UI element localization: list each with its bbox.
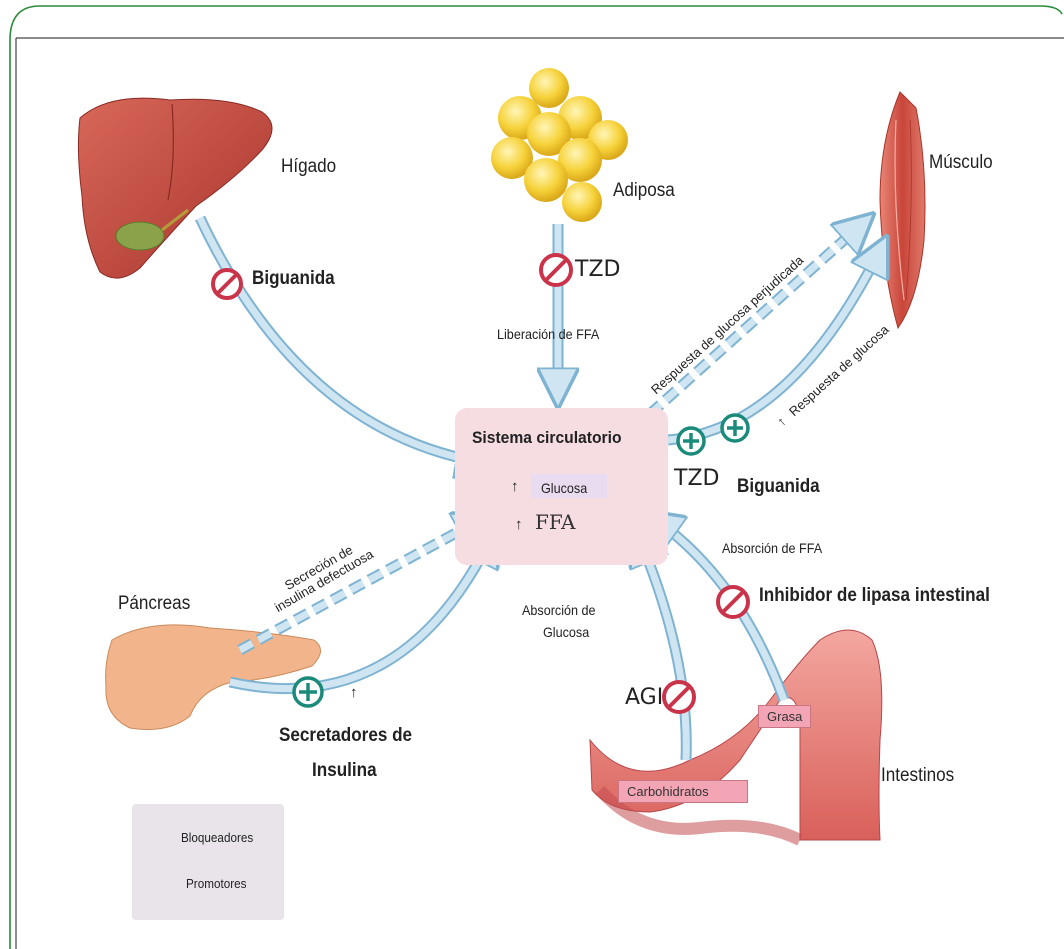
ffa-release-label: Liberación de FFA: [497, 326, 599, 342]
blocker-icon-tzd-adipose: [541, 255, 571, 285]
ffa-label: FFA: [535, 510, 575, 534]
legend-promoters-label: Promotores: [186, 876, 246, 891]
ffa-up-arrow: ↑: [515, 516, 523, 533]
secretadores-label-line1: Secretadores de: [279, 725, 412, 747]
glucose-absorption-label-line2: Glucosa: [543, 624, 589, 640]
carbs-chip: Carbohidratos: [618, 780, 748, 803]
intestine-illustration: [590, 630, 882, 840]
muscle-illustration: [880, 92, 925, 328]
tzd-muscle-label: TZD: [674, 466, 719, 491]
fat-chip: Grasa: [758, 705, 811, 728]
pancreas-illustration: [106, 625, 321, 730]
ffa-absorption-label: Absorción de FFA: [722, 540, 822, 556]
liver-label: Hígado: [281, 156, 336, 178]
secretion-up-arrow: ↑: [350, 684, 358, 701]
blocker-icon-lipase: [718, 587, 748, 617]
promoter-icon-biguanida-muscle: [722, 415, 748, 441]
lipase-inhibitor-label: Inhibidor de lipasa intestinal: [759, 585, 990, 607]
biguanida-muscle-label: Biguanida: [737, 476, 820, 498]
secretadores-label-line2: Insulina: [312, 760, 377, 782]
muscle-label: Músculo: [929, 152, 993, 174]
liver-illustration: [78, 98, 272, 278]
adipose-label: Adiposa: [613, 180, 675, 202]
agi-label: AGI: [625, 685, 663, 710]
glucose-absorption-label-line1: Absorción de: [522, 602, 596, 618]
legend-blockers-label: Bloqueadores: [181, 830, 253, 845]
adipose-illustration: [491, 68, 628, 222]
biguanida-liver-label: Biguanida: [252, 268, 335, 290]
promoter-icon-tzd-muscle: [678, 428, 704, 454]
frame-border: [10, 6, 1062, 40]
tzd-adipose-label: TZD: [575, 257, 620, 282]
promoter-icon-secretadores: [294, 678, 322, 706]
blocker-icon-agi: [664, 682, 694, 712]
intestines-label: Intestinos: [881, 765, 954, 787]
circulatory-title: Sistema circulatorio: [472, 428, 622, 448]
glucose-up-arrow: ↑: [511, 478, 519, 495]
legend: [132, 804, 284, 920]
blocker-icon-biguanida-liver: [213, 270, 241, 298]
pancreas-label: Páncreas: [118, 593, 190, 615]
glucose-label: Glucosa: [541, 480, 587, 496]
